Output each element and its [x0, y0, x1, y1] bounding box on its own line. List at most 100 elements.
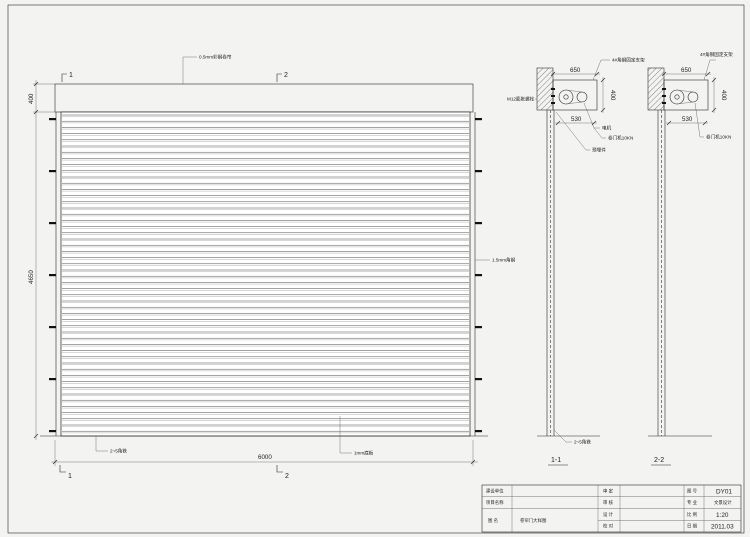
elevation-view: 1 2 1 2 0.5mm彩钢卷帘 1.5mm角钢 2~5角铁 1mm底板 40…: [28, 54, 516, 481]
dim-height-right: 400: [720, 90, 727, 101]
section-mark-1-bottom: [59, 465, 66, 473]
winch-leader: [593, 127, 606, 139]
drawing-name-label: 图 名: [488, 517, 498, 524]
drive-belt: [676, 101, 694, 105]
dim-tick: [702, 120, 708, 126]
angle-leader: [95, 436, 108, 452]
winch-label: 卷门机10KN: [706, 134, 731, 141]
housing-label: 0.5mm彩钢卷帘: [199, 54, 232, 61]
scale-value: 1:20: [716, 512, 729, 519]
wall-hatch: [536, 67, 554, 111]
shutter-curtain: [60, 111, 471, 437]
angle-leader: [553, 429, 572, 443]
rail-anchor-mark: [475, 274, 482, 277]
section-mark-2-top: [276, 73, 282, 82]
dim-width-top: 650: [570, 67, 581, 74]
winch-label: 卷门机10KN: [608, 135, 633, 142]
dim-housing-height: 400: [28, 93, 35, 104]
anchor-bolt: [551, 95, 555, 97]
bracket-leader: [703, 59, 716, 81]
number-label: 图 号: [687, 489, 698, 495]
approve-label: 审 定: [603, 488, 614, 495]
dim-width-bottom: 530: [571, 116, 582, 123]
drum-axle: [563, 94, 569, 100]
rail-anchor-mark: [49, 222, 56, 225]
sheet-border: [7, 4, 745, 534]
rail-anchor-mark: [49, 326, 56, 329]
bracket-leader: [592, 59, 610, 81]
drive-belt: [676, 89, 694, 93]
dim-width-bottom: 530: [682, 116, 693, 123]
dim-tick: [666, 120, 672, 126]
embed-label: 预埋件: [592, 147, 606, 154]
wall-hatch: [647, 67, 665, 111]
motor-label: 电机: [602, 125, 612, 132]
rail-anchor-mark: [475, 378, 482, 381]
shutter-slats: [62, 114, 469, 434]
rail-anchor-mark: [475, 118, 482, 121]
anchor-bolt: [662, 102, 666, 104]
dim-tick: [661, 71, 667, 77]
dim-tick: [550, 71, 556, 77]
scale-label: 比 例: [687, 511, 698, 518]
rail-anchor-mark: [475, 326, 482, 329]
rail-anchor-mark: [475, 222, 482, 225]
bracket-label: 4#角钢固定支架: [612, 57, 645, 64]
design-label: 设 计: [603, 511, 614, 518]
bolt-label: M12膨胀螺栓: [507, 96, 535, 103]
section-mark-2-bottom: [276, 465, 283, 473]
dim-door-width: 6000: [258, 454, 272, 461]
drum-circle: [558, 89, 574, 105]
project-label: 项目名称: [486, 499, 504, 506]
check-label: 校 对: [603, 523, 614, 530]
number-value: DY01: [716, 488, 732, 495]
anchor-bolt: [662, 95, 666, 97]
anchor-bolt: [551, 102, 555, 104]
dim-width-top: 650: [681, 67, 692, 74]
date-value: 2011.03: [711, 524, 734, 531]
date-label: 日 期: [687, 524, 698, 530]
dim-tick: [555, 120, 561, 126]
section-mark-1-bottom-label: 1: [68, 473, 72, 480]
title-block: 建设单位 项目名称 图 名 卷帘门大样图 审 定 审 核 设 计 校 对 图 号…: [481, 484, 742, 533]
bottom-plate-label: 1mm底板: [354, 450, 374, 457]
drum-circle: [669, 89, 685, 105]
rail-anchor-mark: [49, 170, 56, 173]
drawing-name: 卷帘门大样图: [520, 517, 547, 524]
anchor-bolt: [551, 88, 555, 90]
angle-label: 2~5角铁: [574, 439, 591, 446]
embed-leader: [555, 111, 590, 151]
dim-tick: [600, 107, 606, 113]
rail-anchor-mark: [49, 274, 56, 277]
dim-tick: [711, 107, 717, 113]
section-mark-1-top-label: 1: [69, 72, 73, 79]
motor-leader: [583, 102, 600, 129]
winch-leader: [694, 102, 704, 138]
section-title: 2-2: [654, 457, 664, 464]
rail-label: 1.5mm角钢: [492, 257, 516, 264]
drum-axle: [674, 94, 680, 100]
motor-circle: [687, 91, 699, 103]
drive-belt: [565, 101, 583, 105]
rail-anchor-mark: [49, 118, 56, 121]
dim-tick: [711, 77, 717, 83]
section-2-2: 650 400 530 4#角钢固定支架 卷门机10KN 2-2: [647, 51, 733, 466]
section-1-1: 650 400 530 4#角钢固定支架 M12膨胀螺栓 电机 卷门机10KN …: [507, 57, 645, 466]
anchor-bolt: [662, 88, 666, 90]
dim-door-height: 4650: [28, 270, 35, 284]
dim-tick: [470, 459, 476, 465]
discipline-value: 文景设计: [714, 499, 732, 506]
motor-circle: [576, 91, 588, 103]
dim-tick: [600, 77, 606, 83]
housing-leader: [182, 56, 197, 84]
dim-tick: [705, 71, 711, 77]
rail-anchor-mark: [475, 170, 482, 173]
dim-tick: [33, 81, 39, 87]
roller-housing: [54, 83, 474, 113]
angle-label: 2~5角铁: [110, 448, 127, 455]
discipline-label: 专 业: [687, 499, 698, 506]
bracket-label: 4#角钢固定支架: [700, 51, 733, 58]
rail-anchor-mark: [49, 430, 56, 433]
section-mark-1-top: [61, 73, 67, 82]
